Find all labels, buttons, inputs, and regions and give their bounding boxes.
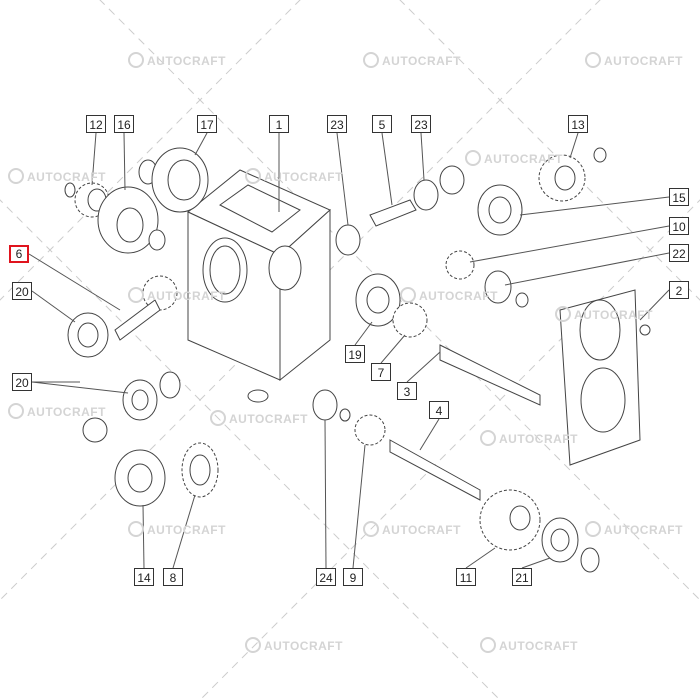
- watermark: AUTOCRAFT: [128, 52, 226, 68]
- part-label-13[interactable]: 13: [568, 115, 588, 133]
- watermark: AUTOCRAFT: [400, 287, 498, 303]
- part-label-4[interactable]: 4: [429, 401, 449, 419]
- part-label-8[interactable]: 8: [163, 568, 183, 586]
- watermark: AUTOCRAFT: [128, 521, 226, 537]
- part-label-15[interactable]: 15: [669, 188, 689, 206]
- part-label-22[interactable]: 22: [669, 244, 689, 262]
- part-label-9[interactable]: 9: [343, 568, 363, 586]
- watermark: AUTOCRAFT: [245, 637, 343, 653]
- part-label-5[interactable]: 5: [372, 115, 392, 133]
- part-label-10[interactable]: 10: [669, 217, 689, 235]
- part-label-11[interactable]: 11: [456, 568, 476, 586]
- watermark: AUTOCRAFT: [585, 521, 683, 537]
- part-label-20[interactable]: 20: [12, 282, 32, 300]
- part-label-3[interactable]: 3: [397, 382, 417, 400]
- part-label-20[interactable]: 20: [12, 373, 32, 391]
- left-parts: [64, 147, 219, 507]
- part-label-21[interactable]: 21: [512, 568, 532, 586]
- watermark: AUTOCRAFT: [480, 430, 578, 446]
- part-label-24[interactable]: 24: [316, 568, 336, 586]
- part-label-2[interactable]: 2: [669, 281, 689, 299]
- watermark: AUTOCRAFT: [8, 403, 106, 419]
- watermark: AUTOCRAFT: [245, 168, 343, 184]
- leader-lines: [28, 132, 670, 569]
- watermark: AUTOCRAFT: [210, 410, 308, 426]
- part-label-12[interactable]: 12: [86, 115, 106, 133]
- housing: [187, 169, 331, 403]
- right-parts: [445, 147, 651, 466]
- watermark: AUTOCRAFT: [480, 637, 578, 653]
- part-label-14[interactable]: 14: [134, 568, 154, 586]
- watermark: AUTOCRAFT: [363, 521, 461, 537]
- part-label-1[interactable]: 1: [269, 115, 289, 133]
- watermark: AUTOCRAFT: [363, 52, 461, 68]
- part-label-16[interactable]: 16: [114, 115, 134, 133]
- watermark: AUTOCRAFT: [465, 150, 563, 166]
- watermark: AUTOCRAFT: [585, 52, 683, 68]
- part-label-7[interactable]: 7: [371, 363, 391, 381]
- part-label-19[interactable]: 19: [345, 345, 365, 363]
- part-label-23[interactable]: 23: [411, 115, 431, 133]
- watermark: AUTOCRAFT: [128, 287, 226, 303]
- part-label-23[interactable]: 23: [327, 115, 347, 133]
- watermark: AUTOCRAFT: [555, 306, 653, 322]
- center-parts: [312, 165, 600, 573]
- watermark: AUTOCRAFT: [8, 168, 106, 184]
- part-label-17[interactable]: 17: [197, 115, 217, 133]
- part-label-6-selected[interactable]: 6: [9, 245, 29, 263]
